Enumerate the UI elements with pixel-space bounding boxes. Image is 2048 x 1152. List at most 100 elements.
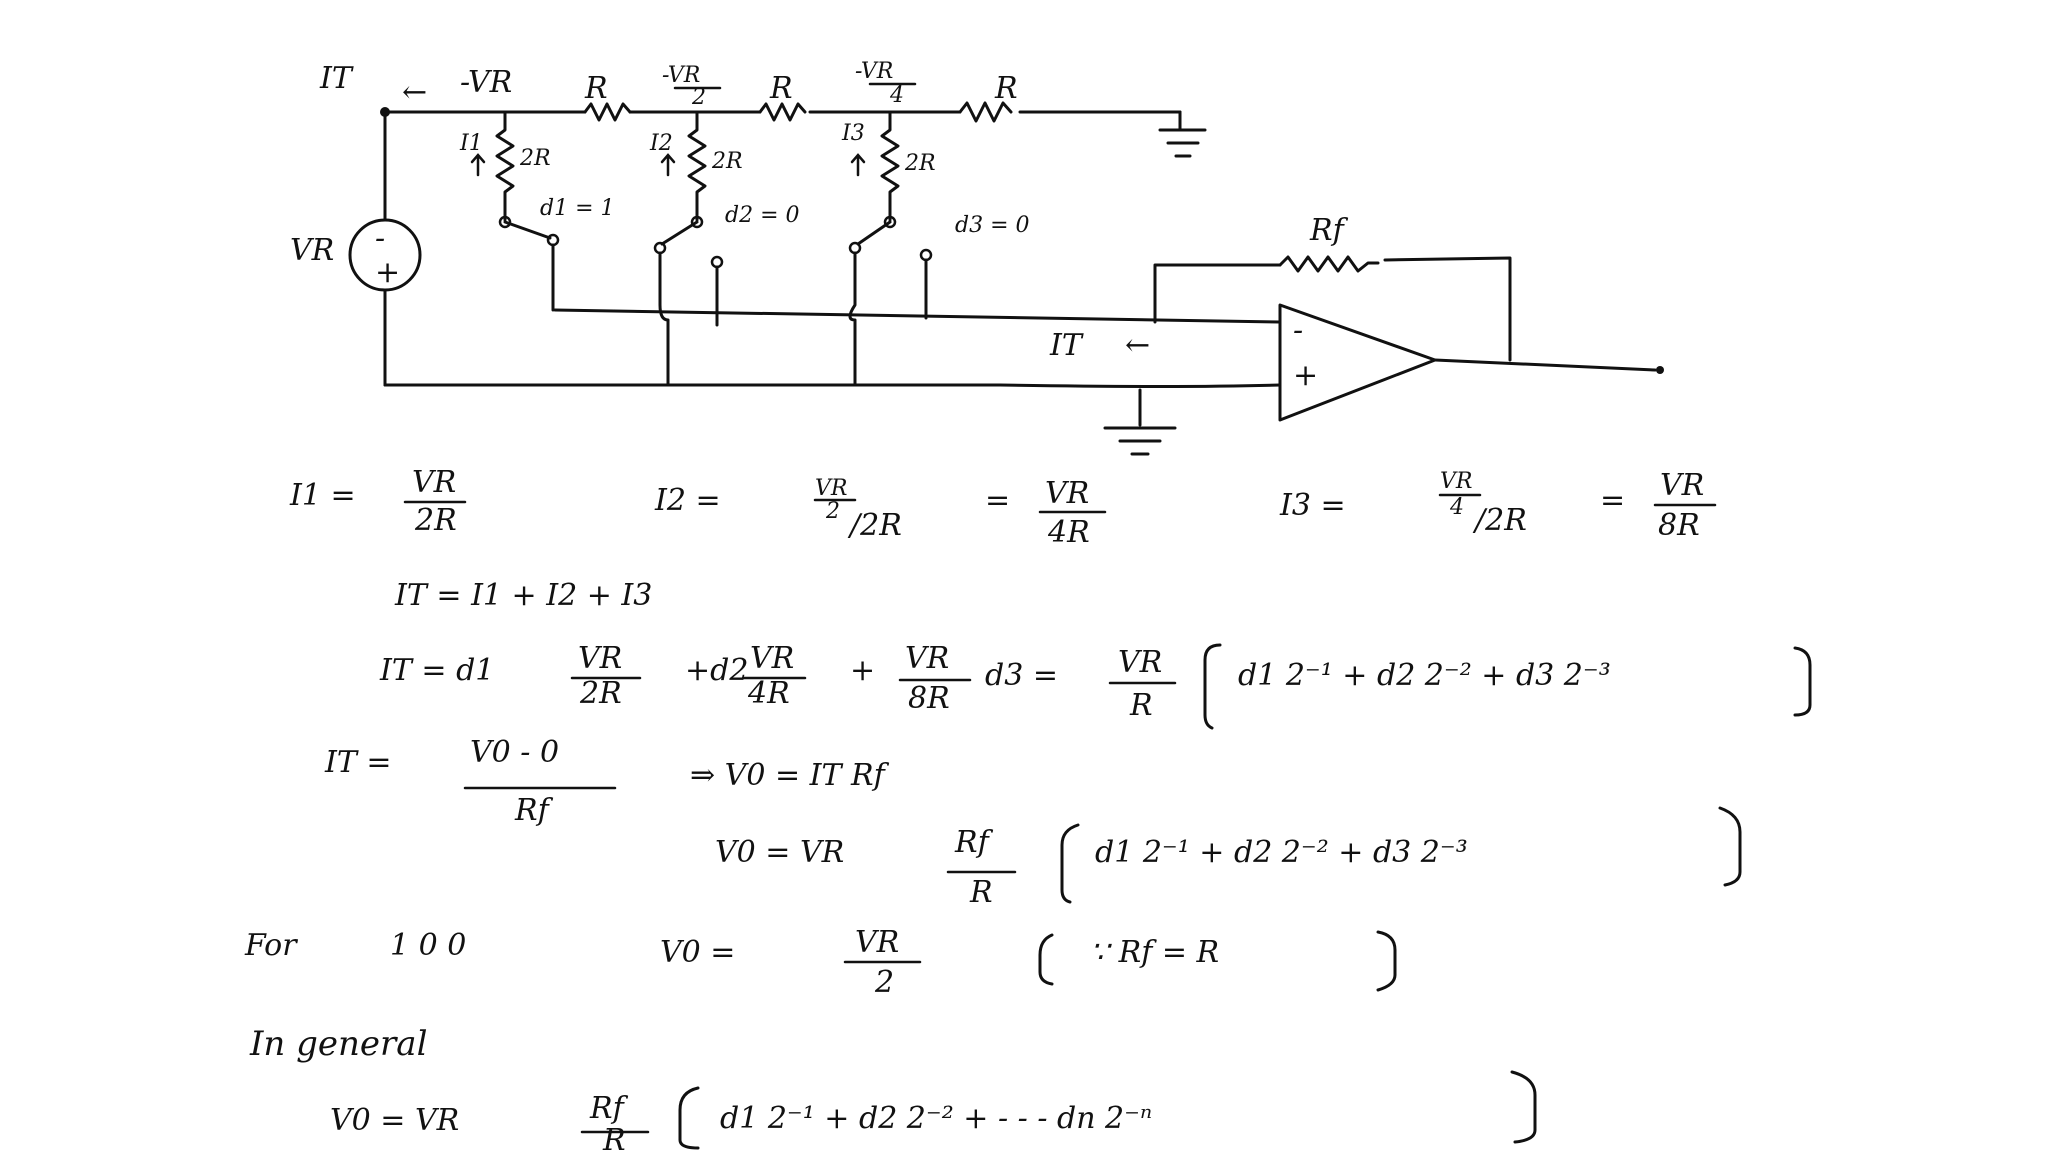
for-vo: V0 =	[660, 935, 735, 970]
for-den: 2	[874, 965, 894, 1000]
it-t2-den: 4R	[747, 676, 790, 711]
i2-eq-num: VR	[815, 476, 847, 501]
for-code: 1 0 0	[390, 928, 466, 963]
series-r2-label: R	[769, 71, 793, 106]
vo-num: Rf	[954, 825, 994, 860]
bracket2-open	[1060, 823, 1080, 904]
i2-eq-rnum: VR	[1045, 476, 1089, 511]
series-resistor-1	[583, 102, 632, 122]
shunt-r1-label: 2R	[519, 146, 551, 171]
i2-label: I2	[649, 131, 673, 156]
node3-num: -VR	[855, 59, 893, 84]
it-t3-den: 8R	[908, 681, 950, 716]
i3-eq-num: VR	[1440, 469, 1472, 494]
switch2-pivot	[690, 215, 704, 229]
since-body: ∵ Rf = R	[1090, 935, 1219, 970]
it-t1-den: 2R	[579, 676, 622, 711]
bracket2-body: d1 2⁻¹ + d2 2⁻² + d3 2⁻³	[1095, 835, 1468, 870]
i3-eq-lhs: I3 =	[1279, 488, 1346, 523]
switch2-lead-ground	[658, 251, 670, 387]
it-f-num: VR	[1118, 645, 1162, 680]
output-wire	[1433, 358, 1657, 372]
switch3-blade	[856, 220, 892, 246]
source-label: VR	[290, 233, 334, 268]
i1-eq-num: VR	[412, 465, 456, 500]
gen-num: Rf	[589, 1091, 629, 1126]
i3-eq-rnum: VR	[1660, 468, 1704, 503]
i1-arrow	[470, 153, 486, 177]
it-vo-num: V0 - 0	[470, 735, 559, 770]
i3-eq-slash: /2R	[1472, 503, 1527, 538]
it-vo-den: Rf	[514, 793, 554, 828]
i1-label: I1	[459, 131, 483, 156]
it-t3-pre: +	[850, 653, 875, 688]
shunt-resistor-3	[880, 110, 900, 222]
implies: ⇒ V0 = IT Rf	[690, 758, 890, 793]
shunt-resistor-1	[495, 110, 515, 222]
since-close	[1376, 930, 1397, 992]
bracket1-open	[1203, 643, 1222, 730]
d2-label: d2 = 0	[725, 203, 800, 228]
bracket1-body: d1 2⁻¹ + d2 2⁻² + d3 2⁻³	[1238, 658, 1611, 693]
feedback-wire	[1153, 256, 1512, 362]
i2-arrow	[660, 153, 676, 177]
node2-den: 2	[691, 85, 706, 110]
i2-eq-eq: =	[985, 483, 1010, 518]
series-r3-label: R	[994, 71, 1018, 106]
equations: I1 = VR 2R I2 = VR 2 /2R = VR 4R I3 = VR…	[244, 465, 1812, 1152]
switch2-blade	[660, 220, 699, 246]
i3-eq-numden: 4	[1449, 495, 1464, 520]
bracket3-open	[678, 1086, 700, 1150]
i2-eq-slash: /2R	[847, 508, 902, 543]
series-r1-label: R	[584, 71, 608, 106]
source-minus: -	[375, 221, 385, 256]
bracket1-close	[1793, 646, 1812, 717]
d1-label: d1 = 1	[540, 196, 615, 221]
output-terminal	[1656, 366, 1664, 374]
switch1-pivot	[498, 215, 512, 229]
i1-eq-den: 2R	[414, 503, 457, 538]
it-mid-arrow: ←	[1125, 328, 1150, 363]
vo-lhs: V0 = VR	[715, 835, 844, 870]
it-vo-lhs: IT =	[324, 745, 392, 780]
shunt-r3-label: 2R	[904, 151, 936, 176]
node3-den: 4	[889, 83, 904, 108]
for-label: For	[244, 928, 298, 963]
it-expand-lhs: IT = d1	[379, 653, 494, 688]
it-mid-label: IT	[1049, 328, 1084, 363]
gen-lhs: V0 = VR	[330, 1103, 459, 1138]
it-t2-pre: +d2	[685, 653, 748, 688]
series-resistor-3	[958, 101, 1013, 123]
bracket3-body: d1 2⁻¹ + d2 2⁻² + - - - dn 2⁻ⁿ	[720, 1101, 1152, 1136]
i3-label: I3	[841, 121, 865, 146]
for-num: VR	[855, 925, 899, 960]
voltage-source	[348, 218, 422, 292]
circuit-diagram: - + VR I1 2R d1 = 1 I2 2R d2 = 0	[290, 59, 1664, 456]
it-t2-num: VR	[750, 641, 794, 676]
shunt-r2-label: 2R	[711, 149, 743, 174]
gen-den: R	[602, 1123, 626, 1152]
bracket3-close	[1510, 1070, 1537, 1144]
shunt-resistor-2	[687, 110, 707, 222]
opamp-minus: -	[1293, 313, 1303, 348]
general-label: In general	[249, 1024, 427, 1064]
summing-rail	[553, 308, 1282, 324]
it-t3-num: VR	[905, 641, 949, 676]
rf-label: Rf	[1309, 213, 1349, 248]
ground-top	[1158, 110, 1207, 158]
vo-den: R	[969, 875, 993, 910]
d3-label: d3 = 0	[955, 213, 1030, 238]
bracket2-close	[1718, 806, 1742, 887]
it-t3-post: d3 =	[985, 658, 1058, 693]
feedback-resistor	[1278, 255, 1380, 273]
i3-eq-eq: =	[1600, 483, 1625, 518]
bottom-rail	[383, 383, 1282, 388]
it-top-arrow: ←	[402, 75, 427, 110]
opamp-body	[1278, 303, 1437, 422]
series-resistor-2	[758, 102, 807, 122]
switch3-lead-ground	[848, 251, 857, 387]
it-f-den: R	[1129, 688, 1153, 723]
since-open	[1038, 933, 1054, 986]
ground-bottom	[1103, 388, 1177, 456]
